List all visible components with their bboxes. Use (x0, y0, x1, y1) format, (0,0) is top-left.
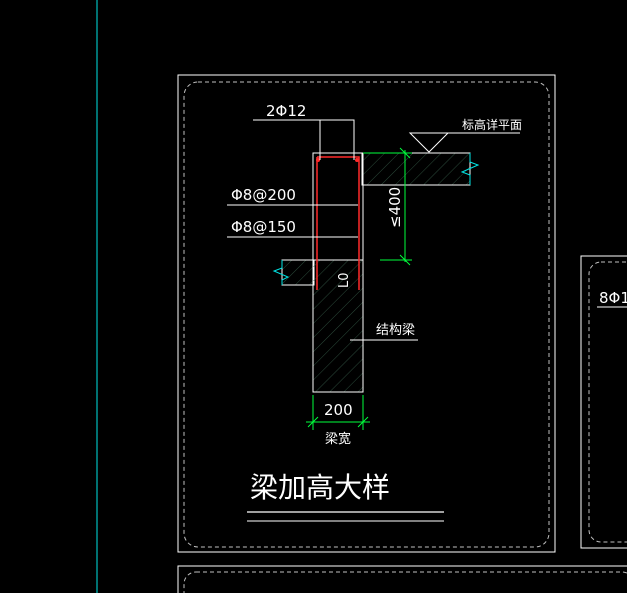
rebar-dot-left (316, 158, 320, 162)
sheet-inner-dashed-frame (183, 81, 550, 548)
label-rebar-top: 2Φ12 (266, 102, 306, 120)
top-slab-break-line (460, 153, 480, 185)
neighbor-panel-frame (580, 255, 627, 549)
label-stirrup-200: Φ8@200 (231, 186, 296, 204)
elevation-triangle (408, 132, 450, 153)
label-elevation: 标高详平面 (462, 117, 522, 132)
drawing-title: 梁加高大样 (250, 471, 390, 504)
label-stirrup-150: Φ8@150 (231, 218, 296, 236)
label-structural-beam: 结构梁 (376, 323, 415, 338)
neighbor-panel-inner (588, 261, 627, 543)
lower-slab-break-line (272, 260, 290, 285)
dim-width-tick-left (307, 416, 319, 428)
neighbor-panel-text: 8Φ1 (599, 289, 627, 307)
dim-height-tick-top (399, 147, 411, 159)
label-height-dim: ≤400 (386, 187, 404, 228)
label-width-dim: 200 (324, 401, 353, 419)
bottom-panel-frame (177, 565, 627, 593)
label-lo: L0 (337, 272, 352, 288)
rebar-dot-right (355, 158, 359, 162)
stirrup-red (316, 156, 360, 290)
label-beam-width: 梁宽 (325, 431, 351, 447)
bottom-panel-inner (183, 571, 627, 593)
leader-rebar-top (253, 119, 355, 160)
dim-width-tick-right (357, 416, 369, 428)
top-slab-hatch (361, 152, 471, 186)
lower-slab-hatch (281, 259, 315, 286)
structural-beam-hatch (312, 259, 364, 393)
sheet-outer-frame (177, 74, 556, 553)
raised-beam-outline (312, 152, 364, 261)
dim-height-tick-bottom (399, 254, 411, 266)
